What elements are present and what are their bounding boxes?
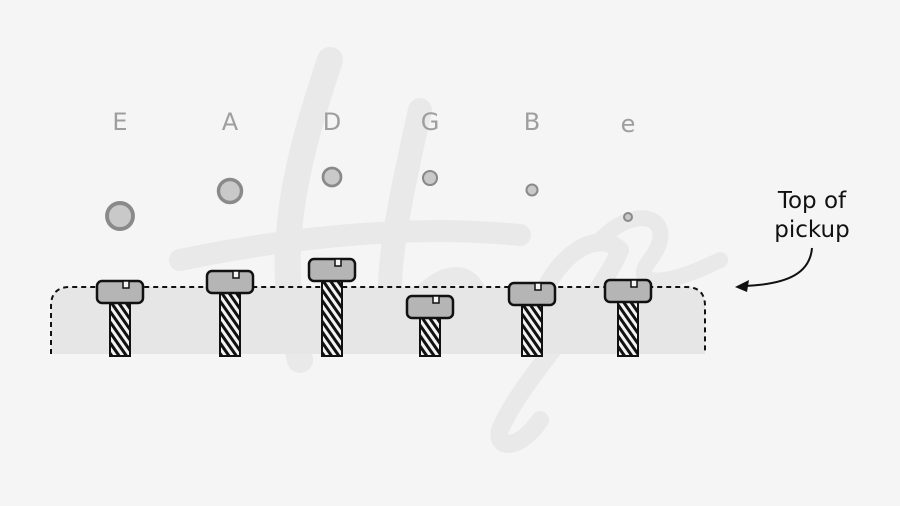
string-label-3: D bbox=[323, 108, 341, 136]
string-2-circle bbox=[216, 177, 244, 205]
string-label-2: A bbox=[222, 108, 239, 136]
screw-head bbox=[95, 279, 145, 305]
string-4-circle bbox=[421, 169, 439, 187]
string-5-circle bbox=[525, 183, 539, 197]
string-3-circle bbox=[321, 166, 343, 188]
screw-slot bbox=[432, 295, 440, 304]
screw-thread bbox=[109, 300, 131, 357]
callout-arrowhead bbox=[735, 280, 749, 292]
screw-slot bbox=[334, 258, 342, 267]
screw-thread bbox=[521, 302, 543, 357]
string-label-4: G bbox=[421, 108, 440, 136]
screw-slot bbox=[232, 270, 240, 279]
callout-arrow-line bbox=[744, 247, 813, 287]
screw-head bbox=[405, 294, 455, 320]
pole-screw-4 bbox=[405, 294, 455, 357]
string-label-5: B bbox=[524, 108, 540, 136]
screw-slot bbox=[122, 280, 130, 289]
screw-head bbox=[603, 278, 653, 304]
pole-screw-2 bbox=[205, 269, 255, 357]
screw-thread bbox=[219, 290, 241, 357]
callout-line-2: pickup bbox=[774, 217, 849, 243]
screw-slot bbox=[534, 282, 542, 291]
pole-screw-5 bbox=[507, 281, 557, 357]
screw-head bbox=[307, 257, 357, 283]
screw-thread bbox=[419, 315, 441, 357]
callout-line-1: Top of bbox=[777, 188, 847, 214]
pole-screw-6 bbox=[603, 278, 653, 357]
screw-slot bbox=[630, 279, 638, 288]
screw-head bbox=[507, 281, 557, 307]
haze-watermark bbox=[169, 47, 728, 453]
pole-screw-1 bbox=[95, 279, 145, 357]
string-1-circle bbox=[105, 201, 135, 231]
screw-thread bbox=[617, 299, 639, 357]
string-6-circle bbox=[623, 212, 633, 222]
string-label-1: E bbox=[112, 108, 127, 136]
screw-thread bbox=[321, 278, 343, 357]
screw-head bbox=[205, 269, 255, 295]
pole-screw-3 bbox=[307, 257, 357, 357]
string-label-6: e bbox=[621, 110, 636, 138]
